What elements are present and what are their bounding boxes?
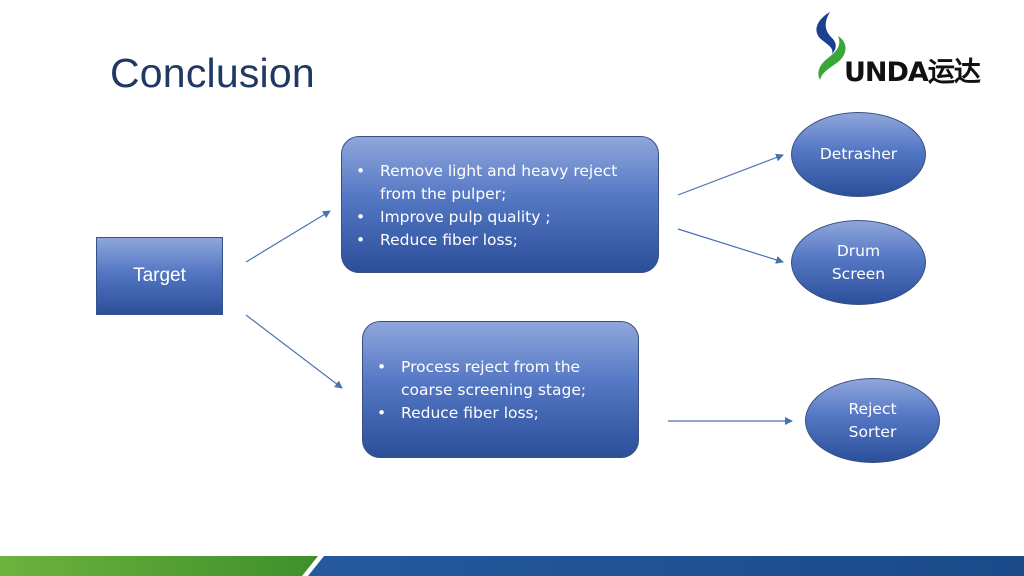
objectives-box-coarse-screening: Process reject from the coarse screening…	[362, 321, 639, 458]
outcome-label-line2: Screen	[831, 264, 886, 283]
target-label: Target	[133, 265, 186, 286]
outcome-drum-screen: Drum Screen	[791, 220, 926, 305]
footer-stripe	[0, 556, 1024, 576]
bullet-item: Improve pulp quality ;	[356, 206, 648, 229]
arrow-target-to-box1	[245, 210, 331, 263]
logo-wordmark: UNDA运达	[844, 57, 981, 88]
outcome-label-line1: Reject	[848, 399, 897, 418]
outcome-detrasher: Detrasher	[791, 112, 926, 197]
logo-mark-icon	[816, 12, 846, 80]
outcome-label-line2: Sorter	[848, 422, 897, 441]
bullet-item: Process reject from the coarse screening…	[377, 356, 628, 402]
bullet-item: Reduce fiber loss;	[356, 229, 648, 252]
arrow-box1-to-drum-screen	[677, 228, 784, 264]
objectives-box-pulper: Remove light and heavy reject from the p…	[341, 136, 659, 273]
bullet-item: Reduce fiber loss;	[377, 402, 628, 425]
slide-title: Conclusion	[110, 50, 315, 96]
outcome-label: Detrasher	[819, 145, 898, 163]
outcome-reject-sorter: Reject Sorter	[805, 378, 940, 463]
arrow-target-to-box2	[245, 314, 343, 389]
company-logo: UNDA运达	[808, 10, 998, 88]
outcome-label-line1: Drum	[836, 241, 881, 260]
bullet-item: Remove light and heavy reject from the p…	[356, 160, 648, 206]
target-box: Target	[96, 237, 223, 315]
arrow-box1-to-detrasher	[677, 153, 784, 196]
footer-band	[0, 556, 1024, 576]
